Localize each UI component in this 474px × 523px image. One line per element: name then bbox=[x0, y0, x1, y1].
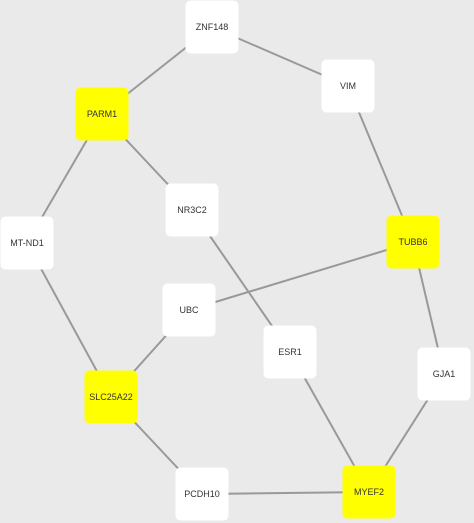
node-label: SLC25A22 bbox=[89, 392, 133, 402]
node-myef2[interactable]: MYEF2 bbox=[342, 465, 396, 519]
node-esr1[interactable]: ESR1 bbox=[263, 325, 317, 379]
node-nr3c2[interactable]: NR3C2 bbox=[165, 183, 219, 237]
node-box bbox=[162, 283, 216, 337]
node-label: GJA1 bbox=[433, 369, 456, 379]
node-label: VIM bbox=[340, 81, 356, 91]
node-vim[interactable]: VIM bbox=[321, 59, 375, 113]
node-pcdh10[interactable]: PCDH10 bbox=[175, 467, 229, 521]
node-label: PARM1 bbox=[87, 109, 117, 119]
node-label: TUBB6 bbox=[398, 237, 427, 247]
node-box bbox=[263, 325, 317, 379]
node-box bbox=[0, 216, 54, 270]
node-slc25a22[interactable]: SLC25A22 bbox=[84, 370, 138, 424]
node-box bbox=[75, 87, 129, 141]
node-znf148[interactable]: ZNF148 bbox=[185, 0, 239, 54]
edge-tubb6-ubc bbox=[188, 241, 414, 311]
node-label: ZNF148 bbox=[196, 22, 229, 32]
node-label: UBC bbox=[179, 305, 199, 315]
node-box bbox=[417, 347, 471, 401]
node-box bbox=[342, 465, 396, 519]
node-label: NR3C2 bbox=[177, 205, 207, 215]
node-label: MT-ND1 bbox=[10, 238, 44, 248]
node-box bbox=[321, 59, 375, 113]
node-label: ESR1 bbox=[278, 347, 302, 357]
node-parm1[interactable]: PARM1 bbox=[75, 87, 129, 141]
node-box bbox=[175, 467, 229, 521]
node-tubb6[interactable]: TUBB6 bbox=[386, 215, 440, 269]
node-box bbox=[165, 183, 219, 237]
node-mt-nd1[interactable]: MT-ND1 bbox=[0, 216, 54, 270]
node-label: MYEF2 bbox=[354, 487, 384, 497]
node-label: PCDH10 bbox=[184, 489, 220, 499]
node-gja1[interactable]: GJA1 bbox=[417, 347, 471, 401]
node-box bbox=[386, 215, 440, 269]
node-ubc[interactable]: UBC bbox=[162, 283, 216, 337]
edge-pcdh10-myef2 bbox=[201, 491, 370, 495]
node-box bbox=[84, 370, 138, 424]
node-box bbox=[185, 0, 239, 54]
